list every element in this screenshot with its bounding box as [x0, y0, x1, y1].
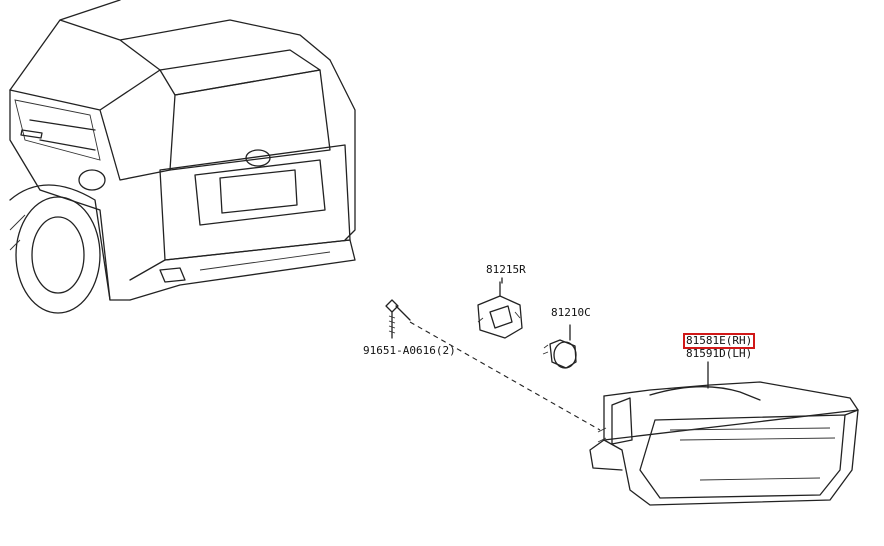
fog-lamp-part	[589, 381, 859, 506]
part-label-81210c[interactable]: 81210C	[551, 306, 591, 319]
screw-part	[385, 299, 411, 339]
screw-leader-dashed	[409, 321, 601, 431]
part-label-81591d[interactable]: 81591D(LH)	[686, 347, 753, 360]
part-label-91651[interactable]: 91651-A0616(2)	[363, 344, 456, 357]
bulb-socket-part	[477, 281, 523, 339]
part-label-81215r[interactable]: 81215R	[486, 263, 526, 276]
vehicle-illustration	[9, 0, 356, 314]
part-label-81581e-highlighted[interactable]: 81581E(RH)	[683, 333, 756, 349]
bulb-part	[542, 339, 577, 369]
